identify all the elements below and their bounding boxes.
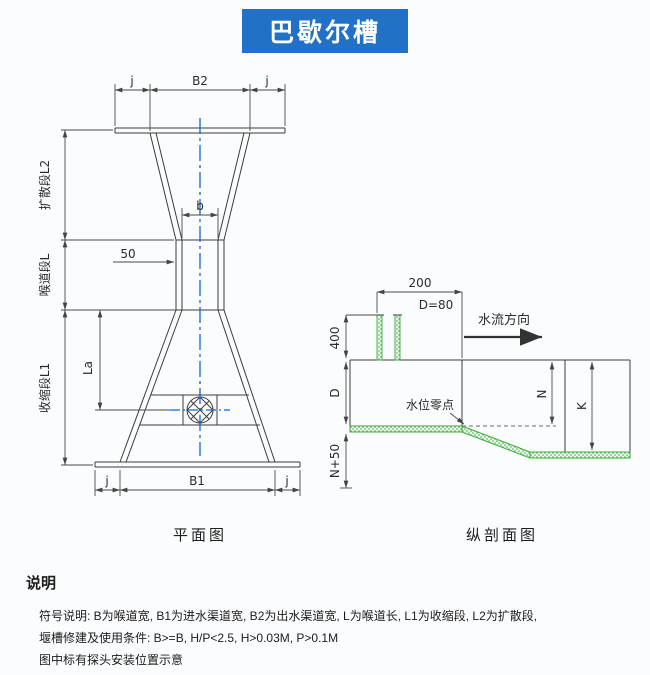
section-view: 200 D=80 水流方向 400 D N+50 水位零点 N K [328, 276, 631, 489]
flow-direction-label: 水流方向 [478, 312, 530, 328]
dim-label-200: 200 [409, 276, 432, 290]
section-label-l: 喉道段L [37, 253, 52, 296]
notes-block: 说明 符号说明: B为喉道宽, B1为进水渠道宽, B2为出水渠道宽, L为喉道… [26, 572, 636, 671]
notes-heading: 说明 [26, 575, 57, 592]
plan-dimensions [61, 84, 301, 496]
dim-label-k: K [575, 401, 589, 410]
dim-label-d80: D=80 [419, 298, 454, 312]
dim-label-50: 50 [120, 247, 135, 261]
channel-floor-hatch [349, 425, 631, 459]
section-view-caption: 纵剖面图 [466, 526, 538, 544]
notes-line-symbols: 符号说明: B为喉道宽, B1为进水渠道宽, B2为出水渠道宽, L为喉道长, … [39, 609, 538, 623]
dim-label-b2: B2 [192, 74, 208, 88]
dim-label-b1: B1 [189, 474, 205, 488]
section-label-l2: 扩散段L2 [37, 160, 52, 210]
notes-line-probe: 图中标有探头安装位置示意 [39, 653, 184, 667]
dim-label-b: b [196, 199, 204, 213]
dim-label-j-top-left: j [129, 74, 133, 88]
plan-view: j B2 j b 50 La 扩散段L2 喉道段L 收缩段L1 j B1 j [37, 74, 301, 496]
dim-label-la: La [81, 361, 95, 375]
plan-view-caption: 平面图 [173, 526, 227, 544]
dim-label-d: D [328, 388, 342, 397]
page-title: 巴歇尔槽 [241, 9, 409, 53]
water-zero-label: 水位零点 [406, 397, 454, 412]
dim-label-400: 400 [328, 327, 342, 350]
dim-label-n50: N+50 [328, 444, 342, 478]
dim-label-j-bottom-right: j [284, 474, 288, 488]
section-label-l1: 收缩段L1 [37, 363, 52, 413]
section-dimensions [340, 289, 595, 489]
dim-label-j-bottom-left: j [104, 474, 108, 488]
notes-line-conditions: 堰槽修建及使用条件: B>=B, H/P<2.5, H>0.03M, P>0.1… [39, 631, 339, 645]
dim-label-j-top-right: j [264, 74, 268, 88]
probe-pipe [375, 314, 402, 361]
technical-drawing: j B2 j b 50 La 扩散段L2 喉道段L 收缩段L1 j B1 j [37, 74, 631, 544]
dim-label-n: N [535, 390, 549, 399]
plan-centerline [170, 118, 230, 456]
